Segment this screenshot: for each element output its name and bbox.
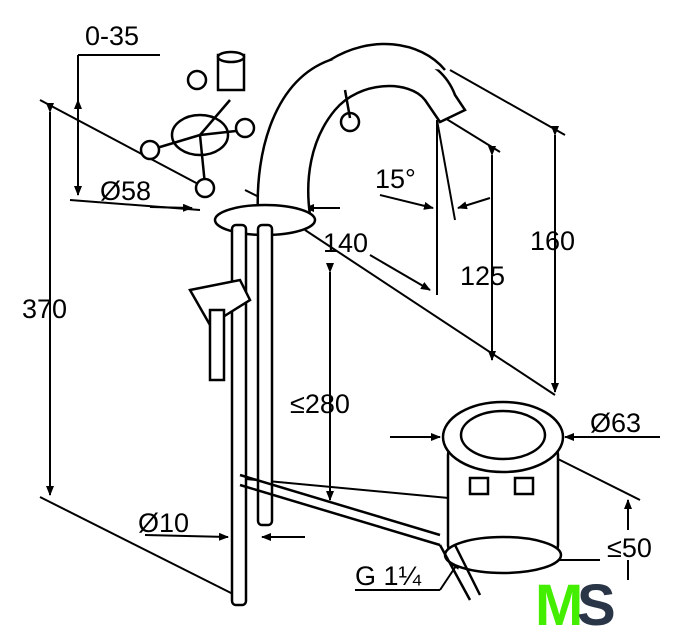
label-drain-diameter: Ø63: [590, 408, 641, 438]
label-deck-thickness: ≤280: [290, 389, 350, 419]
dimension-lines: [39, 54, 660, 596]
dimension-labels: 0-35 Ø58 140 15° 125 160 370 ≤280 Ø63 Ø1…: [22, 21, 652, 591]
label-handle-diameter: Ø58: [100, 176, 151, 206]
label-drain-thickness: ≤50: [607, 533, 652, 563]
logo-s: S: [577, 573, 616, 638]
faucet-body: [139, 42, 467, 607]
drain-valve: [438, 400, 565, 601]
label-adjust-range: 0-35: [85, 21, 139, 51]
label-height-160: 160: [530, 226, 575, 256]
label-spout-height: 125: [460, 261, 505, 291]
label-spout-angle: 15°: [375, 164, 416, 194]
label-total-height: 370: [22, 294, 67, 324]
ms-logo: M S: [535, 573, 616, 638]
label-tube-diameter: Ø10: [138, 508, 189, 538]
logo-m: M: [535, 573, 583, 638]
label-drain-thread: G 1¼: [355, 561, 422, 591]
label-spout-reach: 140: [323, 228, 368, 258]
